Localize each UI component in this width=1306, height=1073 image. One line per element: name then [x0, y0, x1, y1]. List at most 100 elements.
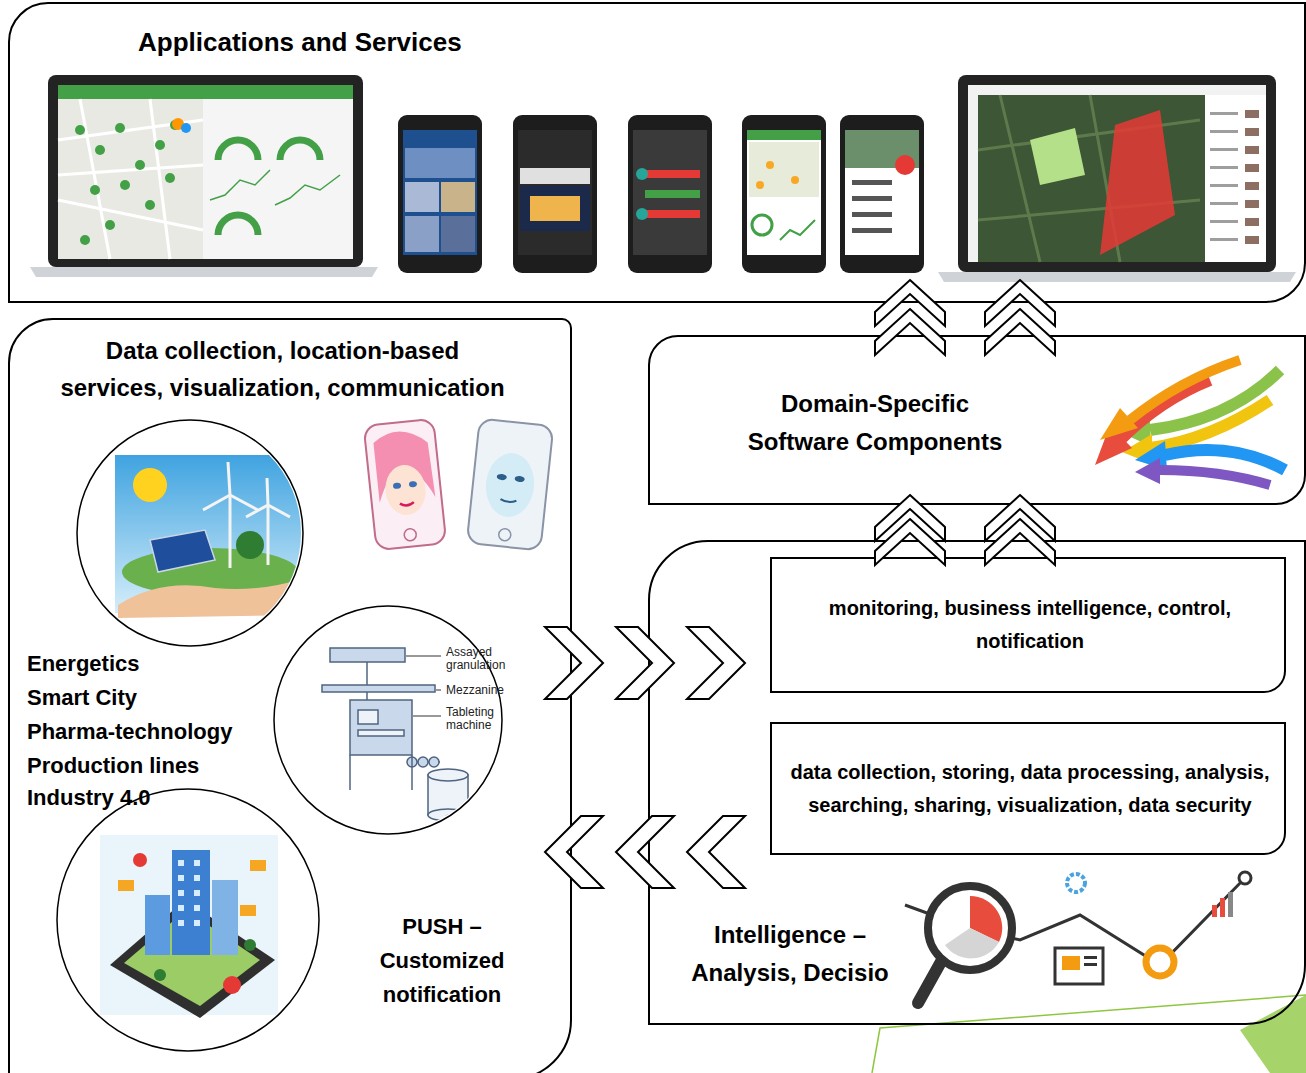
cartoon-phones-part-part: [393, 482, 402, 489]
pharma-circle-part: [322, 648, 468, 821]
panel-heading: Intelligence – Analysis, Decisio: [670, 916, 910, 992]
phone-screenshots-part: [441, 182, 475, 212]
pharma-circle-part-part: [366, 662, 368, 700]
text-slot: Applications and Services: [138, 26, 558, 58]
laptop-map-screenshot-part: [1030, 128, 1085, 185]
laptop-screenshot-part: [75, 120, 180, 245]
energy-circle: [77, 420, 308, 646]
analytics-icon-part: [928, 886, 1012, 970]
phone-screenshots-part: [441, 216, 475, 252]
smart-city-circle-part-part: [100, 835, 278, 1015]
phone-screenshots-part: [518, 130, 592, 255]
part-label: Tableting machine: [446, 706, 526, 732]
box-text: monitoring, business intelligence, contr…: [810, 592, 1250, 658]
pharma-circle-part-part: [349, 755, 351, 790]
smart-city-circle-part-part: [133, 853, 147, 867]
laptop-screenshot-part: [58, 99, 203, 259]
pharma-circle-part-part: [322, 685, 435, 692]
pharma-circle-part-part: [330, 648, 405, 662]
energy-circle-part-part: [150, 530, 215, 572]
green-decoration: [872, 995, 1306, 1073]
laptop-screenshot-part: [181, 123, 191, 133]
text-slot: Energetics: [27, 650, 267, 678]
smart-city-circle: [57, 789, 319, 1051]
pharma-circle-part-part: [350, 700, 412, 755]
arrows-icon-part: [1100, 408, 1138, 440]
analytics-icon-part: [918, 960, 942, 1003]
part-label: Mezzanine: [446, 684, 526, 697]
phone-screenshots-part: [895, 155, 915, 175]
phone-screenshots-part: [520, 186, 590, 231]
smart-city-circle-part-part: [118, 880, 134, 891]
pharma-circle-part-part: [429, 757, 439, 767]
analytics-icon-part: [1228, 892, 1233, 917]
laptop-screenshot: [30, 75, 378, 277]
phone-screenshots-part: [645, 170, 700, 178]
laptop-map-screenshot-part-part: [1210, 202, 1238, 205]
domain-components-box: Domain-Specific Software Components: [648, 335, 1306, 505]
laptop-map-screenshot-part-part: [1245, 200, 1259, 208]
phone-screenshots-part: [645, 210, 700, 218]
smart-city-circle-part-part-part: [194, 905, 200, 911]
analytics-icon-part: [1084, 956, 1097, 959]
pharma-circle-part-part: [406, 656, 441, 657]
text-slot: PUSH – Customized notification: [362, 910, 522, 1012]
text-slot: Tableting machine: [446, 706, 526, 732]
energy-circle-part-part: [203, 462, 258, 510]
pharma-circle-part-part: [428, 769, 468, 781]
green-decoration-part: [872, 995, 1306, 1073]
phone-screenshots-part: [405, 216, 439, 252]
phone-screenshots-part: [398, 115, 482, 273]
text-slot: Mezzanine: [446, 684, 526, 697]
laptop-map-screenshot-part-part: [1210, 220, 1238, 223]
phone-screenshots: [398, 115, 924, 273]
chevron: [616, 627, 674, 699]
smart-city-circle-part-part: [154, 969, 166, 981]
laptop-map-screenshot-part: [968, 85, 1266, 95]
phone-screenshots-part: [633, 130, 707, 255]
chevron: [616, 816, 674, 888]
phone-screenshots-part: [852, 228, 892, 233]
smart-city-circle-part-part-part: [178, 905, 184, 911]
cartoon-phones-part-part: [498, 528, 511, 541]
phone-screenshots-part: [645, 190, 700, 198]
text-slot: Assayed granulation: [446, 646, 526, 672]
laptop-screenshot-part-part: [145, 200, 155, 210]
chevron-arrow: [875, 280, 945, 355]
laptop-map-screenshot-part: [978, 95, 1200, 262]
phone-screenshots-part: [636, 208, 648, 220]
phone-screenshots-part: [766, 161, 774, 169]
text-slot: monitoring, business intelligence, contr…: [810, 592, 1250, 658]
energy-circle-part-part: [133, 468, 167, 502]
text-slot: Production lines: [27, 752, 267, 780]
phone-screenshots-part: [747, 130, 821, 255]
smart-city-circle-part-part: [240, 905, 256, 916]
laptop-screenshot-part: [218, 215, 258, 235]
chevron: [687, 816, 745, 888]
laptop-screenshot-part: [280, 140, 320, 160]
laptop-map-screenshot-part-part: [1210, 148, 1238, 151]
pharma-circle-part-part: [411, 755, 413, 790]
laptop-map-screenshot-part-part: [1245, 110, 1259, 118]
monitoring-box: monitoring, business intelligence, contr…: [770, 557, 1286, 693]
phone-screenshots-part: [628, 115, 712, 273]
energy-circle-part-part: [267, 505, 270, 565]
text-slot: Intelligence – Analysis, Decisio: [670, 916, 910, 992]
laptop-screenshot-part: [58, 85, 353, 259]
chevron: [985, 280, 1055, 326]
phone-screenshots-part: [513, 115, 597, 273]
laptop-screenshot-part-part: [95, 145, 105, 155]
laptop-map-screenshot-part: [968, 95, 978, 262]
laptop-map-screenshot-part: [958, 75, 1276, 272]
chevron: [875, 280, 945, 326]
laptop-map-screenshot-part: [1210, 112, 1238, 241]
phone-screenshots-part: [742, 115, 826, 273]
laptop-screenshot-part-part: [90, 185, 100, 195]
pharma-circle-part-part: [428, 809, 468, 821]
arrows-icon-part: [1120, 380, 1210, 440]
cartoon-phones-part-part: [500, 499, 516, 503]
phone-screenshots-part: [749, 142, 819, 197]
text-slot: Smart City: [27, 684, 267, 712]
box-text: data collection, storing, data processin…: [786, 756, 1274, 822]
laptop-map-screenshot-part-part: [1245, 236, 1259, 244]
